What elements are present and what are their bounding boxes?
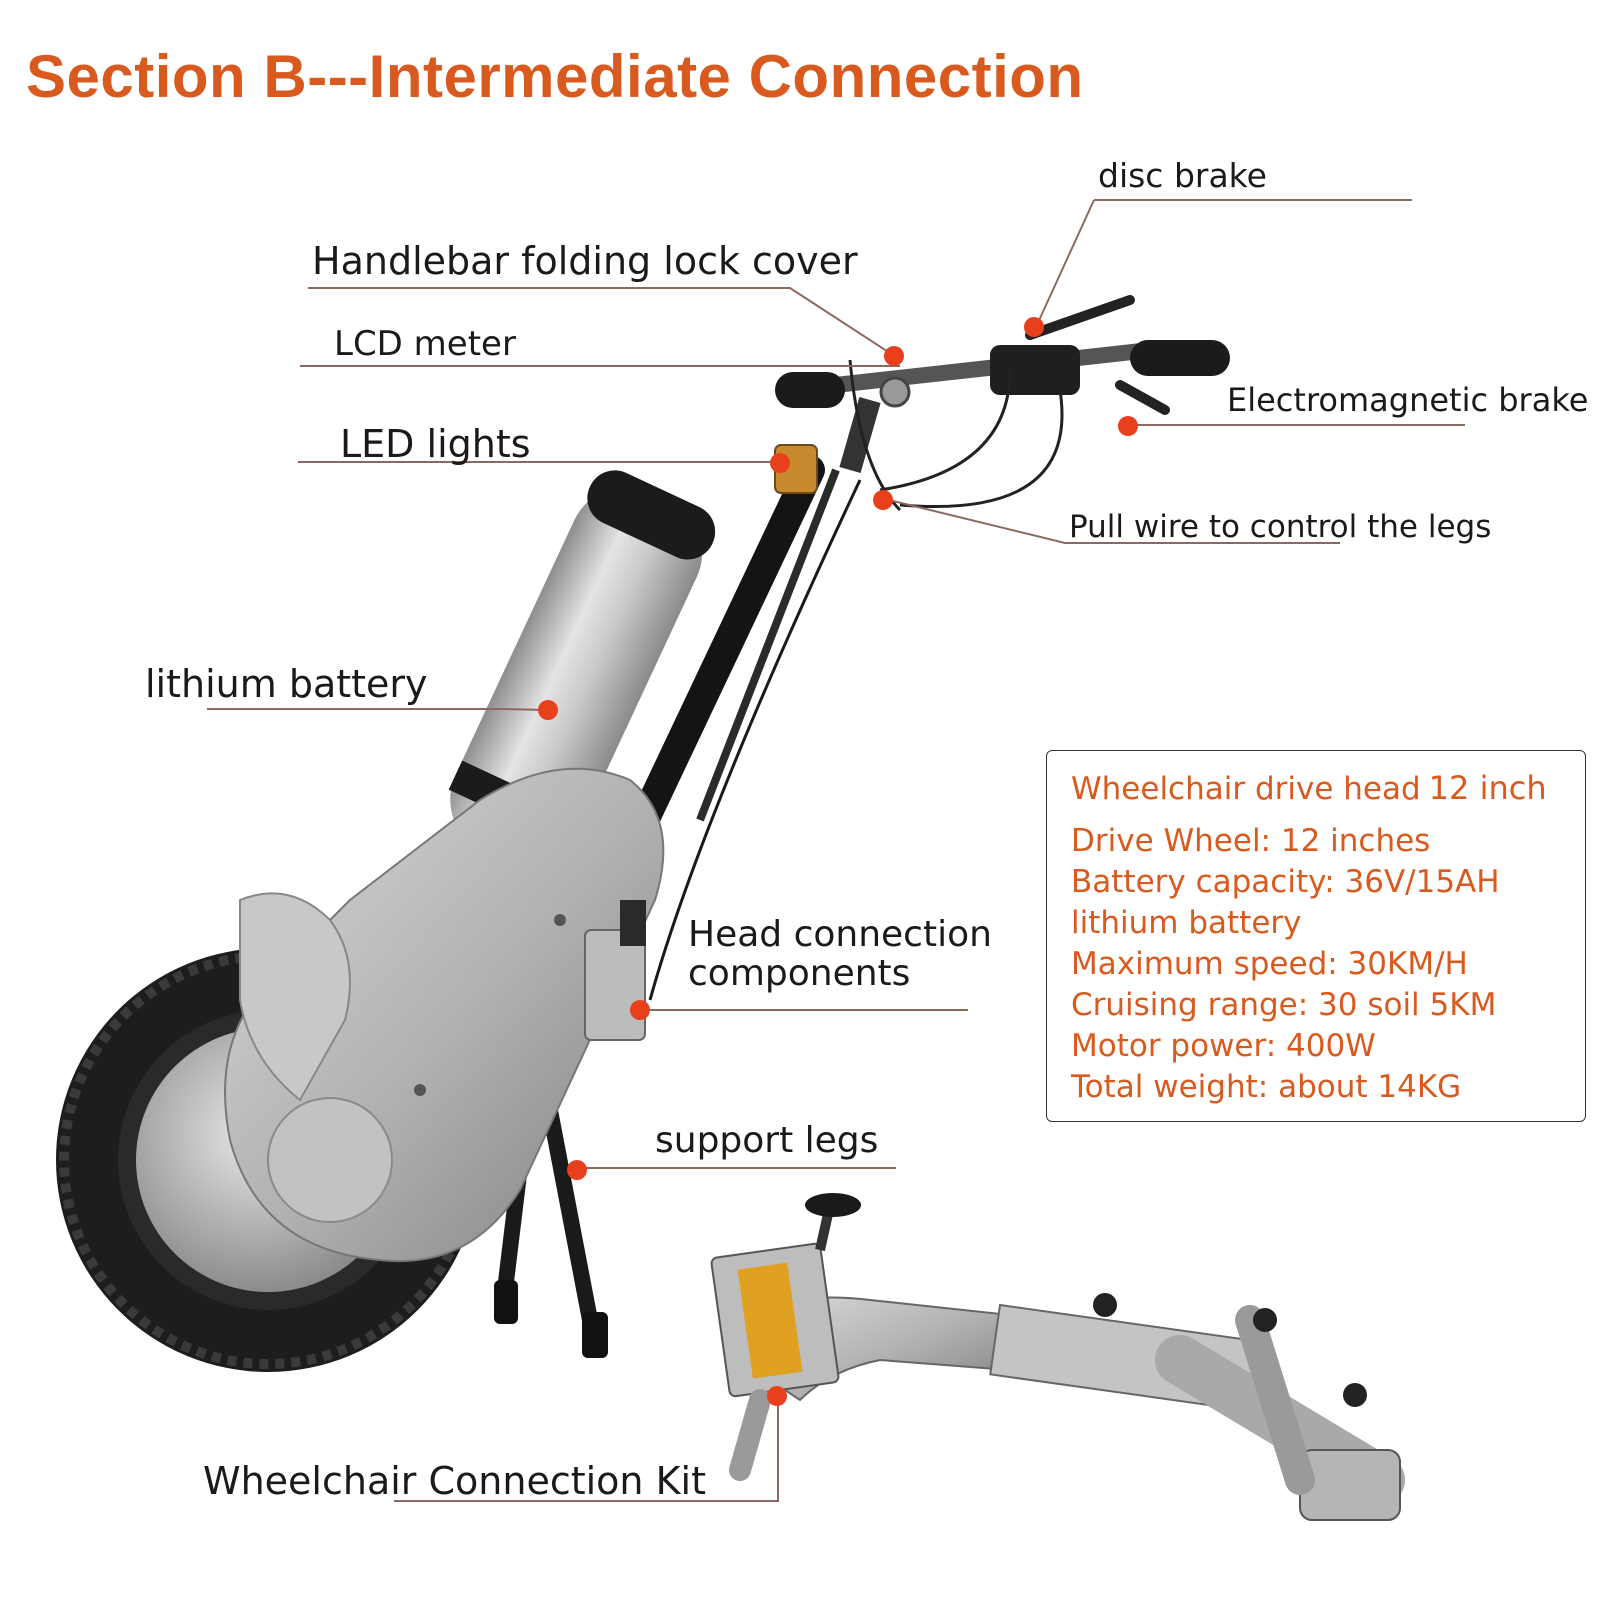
spec-line: Drive Wheel: 12 inches [1071,823,1431,859]
label-lithium-battery: lithium battery [145,662,428,706]
motor-housing [224,767,665,1263]
spec-heading-text: Wheelchair drive head [1071,771,1421,807]
spec-heading-size: 12 inch [1428,769,1547,807]
label-wheelchair-connection-kit: Wheelchair Connection Kit [203,1459,706,1503]
spec-line: Battery capacity: 36V/15AH [1071,864,1500,900]
spec-heading: Wheelchair drive head 12 inch [1071,769,1565,807]
spec-line: Cruising range: 30 soil 5KM [1071,987,1497,1023]
spec-line: Total weight: about 14KG [1071,1069,1462,1105]
label-pull-wire: Pull wire to control the legs [1069,509,1492,545]
label-handlebar-folding-lock-cover: Handlebar folding lock cover [312,239,858,283]
page-title: Section B---Intermediate Connection [26,43,1084,110]
label-lcd-meter: LCD meter [334,324,516,364]
spec-line: lithium battery [1071,905,1302,941]
label-led-lights: LED lights [340,422,531,466]
label-head-connection-components: Head connection components [688,914,992,994]
callout-markers [538,317,1138,1406]
spec-box: Wheelchair drive head 12 inch Drive Whee… [1046,750,1586,1122]
spec-line: Motor power: 400W [1071,1028,1376,1064]
label-disc-brake: disc brake [1098,156,1267,195]
label-support-legs: support legs [655,1120,879,1161]
steering-stem [615,455,862,1001]
leader-lines [207,199,1465,1502]
head-connection-graphic [584,900,646,1041]
handlebar-graphic [774,295,1230,512]
label-electromagnetic-brake: Electromagnetic brake [1227,381,1589,419]
connection-kit-graphic [710,1193,1405,1521]
spec-line: Maximum speed: 30KM/H [1071,946,1468,982]
